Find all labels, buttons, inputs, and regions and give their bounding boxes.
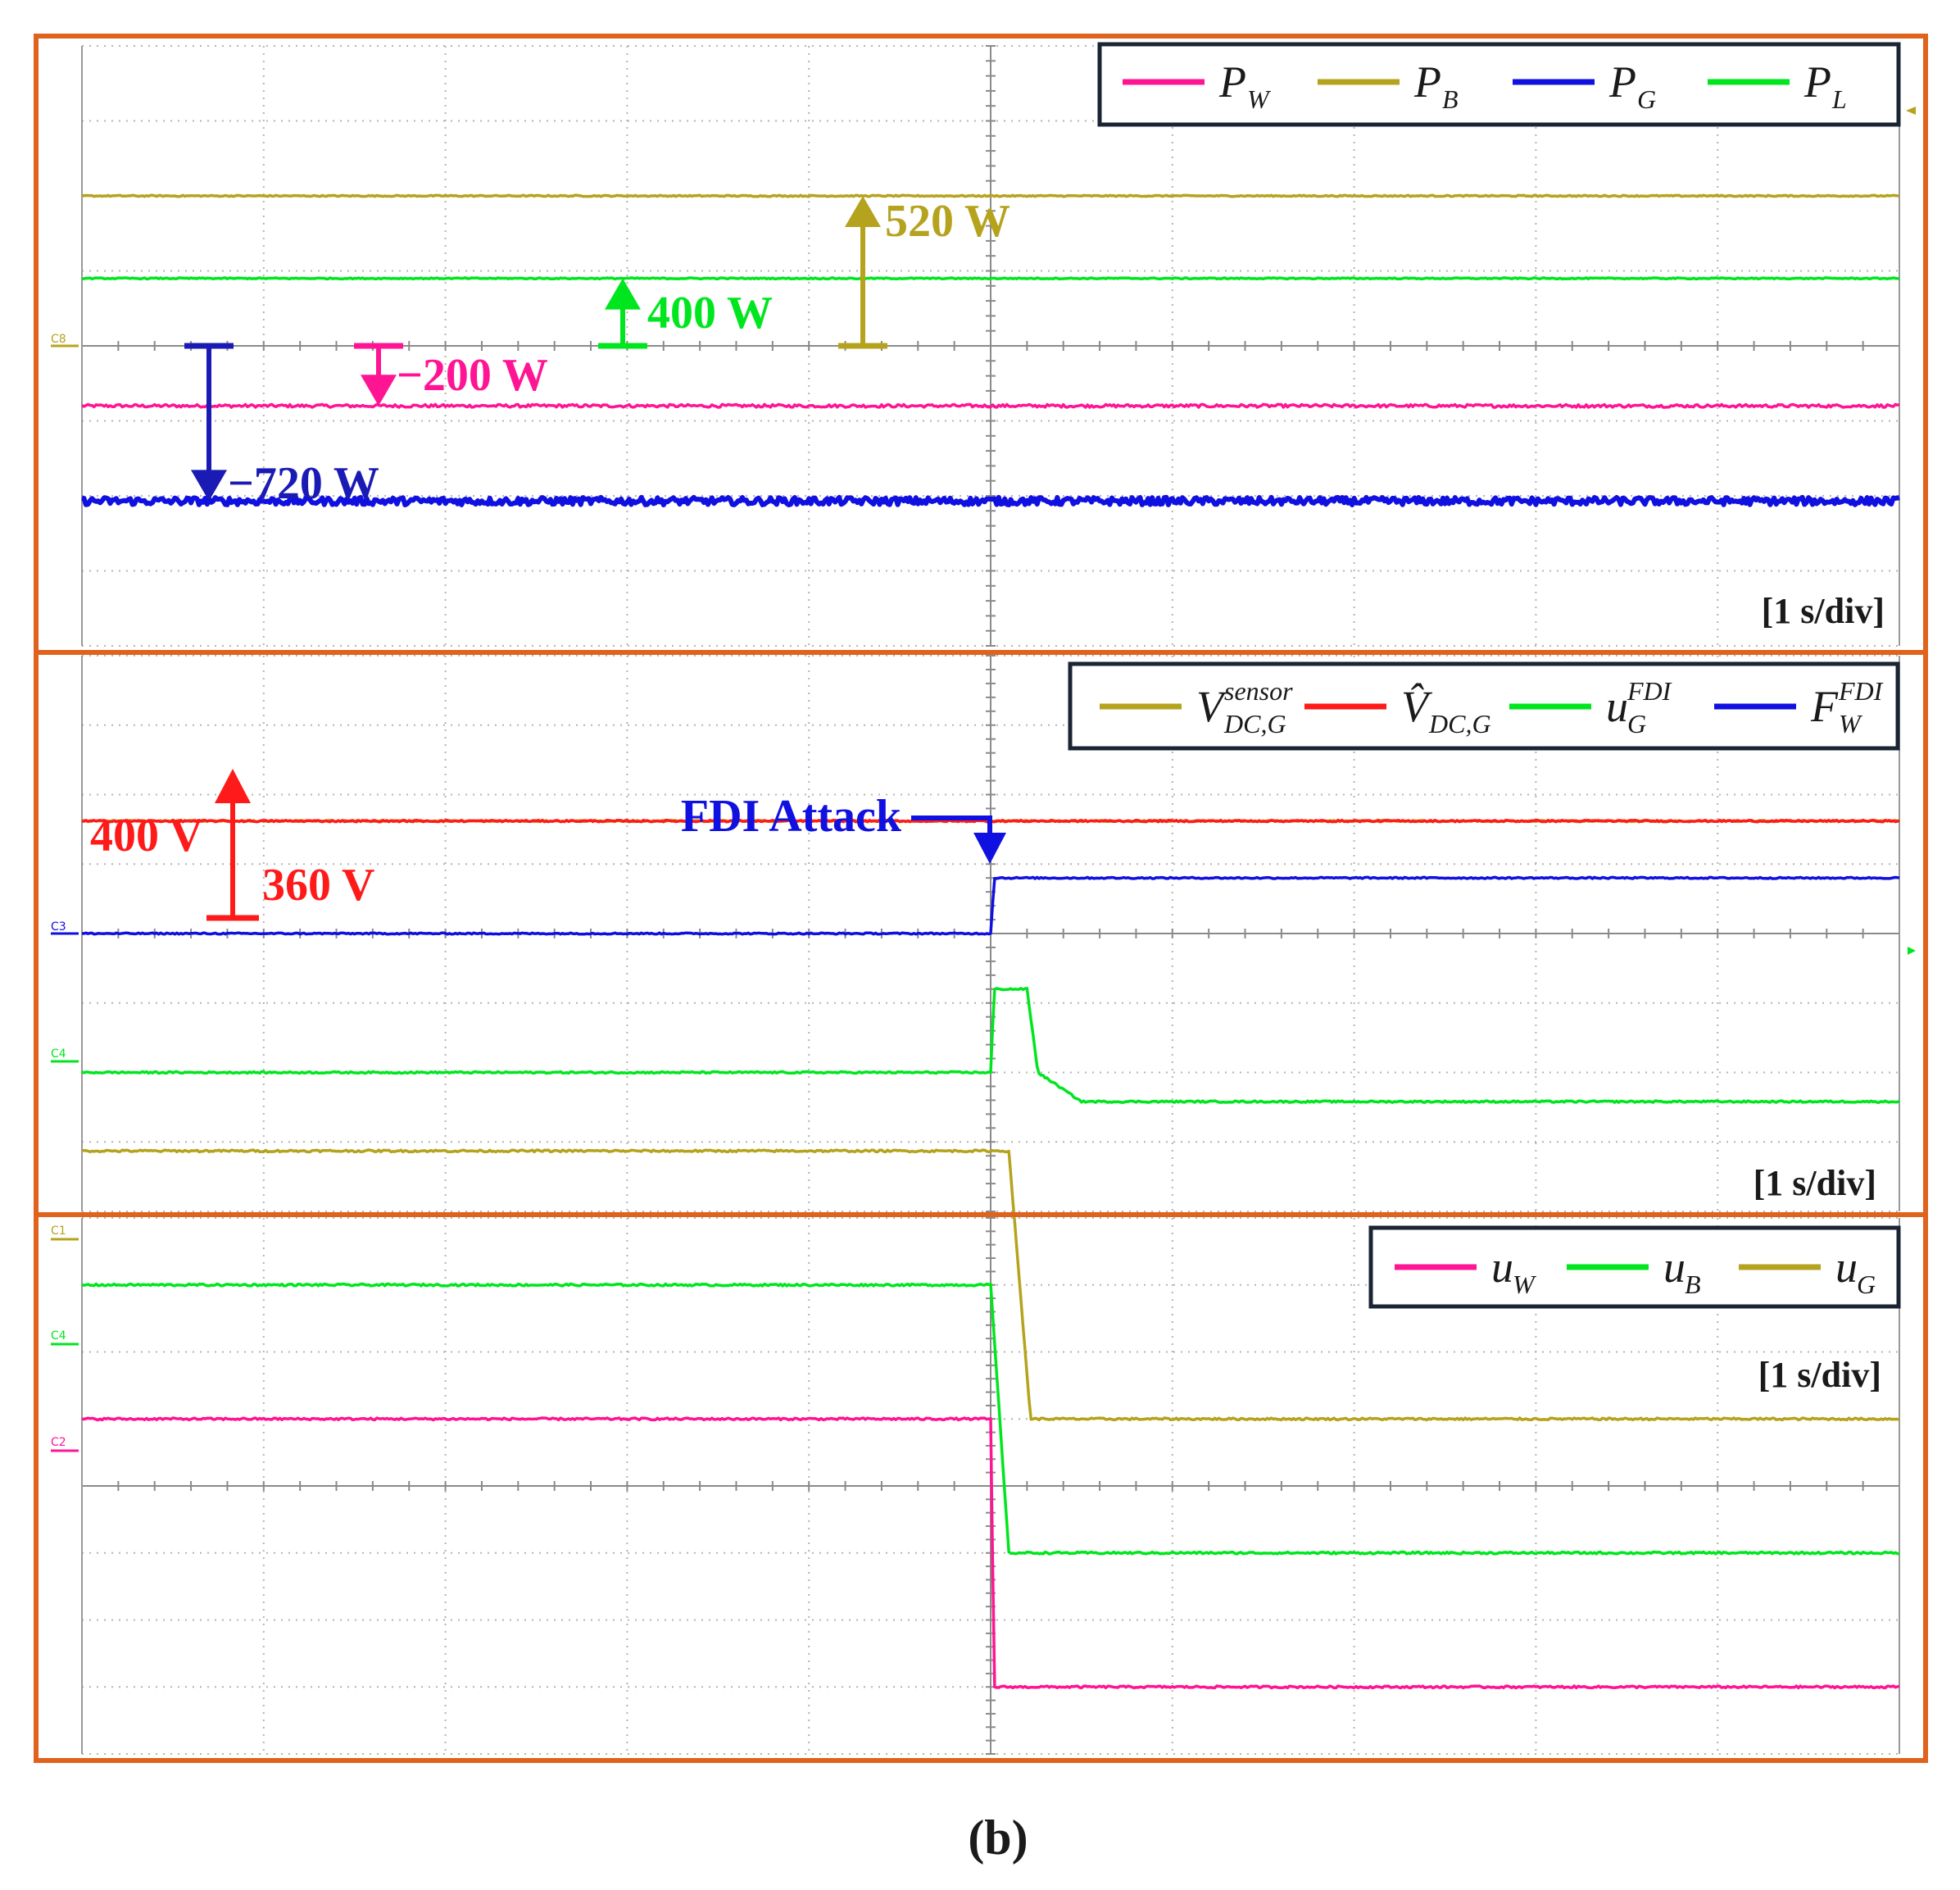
trace-u-b <box>81 1282 1900 1556</box>
annotation-arrowhead <box>191 470 227 502</box>
legend-label: P <box>1803 57 1831 107</box>
legend-superscript: FDI <box>1838 676 1884 706</box>
channel-marker: C4 <box>51 1047 66 1061</box>
trace-u-g <box>81 987 1900 1104</box>
time-scale-top: [1 s/div] <box>1762 591 1885 631</box>
annotation-label: 360 V <box>262 860 374 911</box>
trace-u-g <box>81 1148 1900 1422</box>
legend-label: u <box>1835 1243 1858 1292</box>
legend-label: u <box>1606 682 1628 731</box>
annotation-label: 520 W <box>885 196 1010 247</box>
legend-label: u <box>1491 1243 1513 1292</box>
trace-u-w <box>81 1416 1900 1690</box>
legend-subscript: G <box>1627 709 1646 738</box>
annotations-voltage: 400 V 360 V FDI Attack <box>90 769 1006 921</box>
legend-label: P <box>1608 57 1636 107</box>
annotation-arrowhead <box>605 278 641 310</box>
grid <box>81 45 1900 647</box>
annotations-power: 520 W 400 W −200 W −720 W <box>184 196 1010 509</box>
time-scale-middle: [1 s/div] <box>1754 1163 1876 1203</box>
legend-subscript: G <box>1857 1270 1876 1299</box>
trace-p-b <box>81 193 1900 198</box>
annotation-label: 400 V <box>90 811 202 861</box>
annotation-label: −720 W <box>228 458 379 509</box>
annotation-label: FDI Attack <box>681 791 902 842</box>
legend-label: u <box>1663 1243 1686 1292</box>
channel-marker: C2 <box>51 1436 66 1449</box>
annotation-arrowhead <box>973 833 1006 864</box>
legend-subscript: DC,G <box>1428 709 1491 738</box>
legend-label: P <box>1218 57 1246 107</box>
trace-p-w <box>81 402 1900 409</box>
time-scale-bottom: [1 s/div] <box>1758 1355 1881 1395</box>
trigger-marker <box>1906 107 1916 115</box>
annotation-callout <box>911 816 992 839</box>
annotation-arrowhead <box>845 196 881 227</box>
annotation-arrowhead <box>215 769 251 803</box>
legend-subscript: G <box>1637 84 1656 114</box>
panel-power: C8 <box>34 34 1928 655</box>
legend-subscript: W <box>1513 1270 1537 1299</box>
trace-p-g <box>81 494 1900 507</box>
trace-p-l <box>81 276 1900 281</box>
channel-marker: C4 <box>51 1329 66 1343</box>
legend-label: P <box>1413 57 1441 107</box>
legend-superscript: FDI <box>1627 676 1672 706</box>
trigger-marker <box>1908 947 1916 955</box>
panel-frame <box>34 34 1928 655</box>
legend-superscript: sensor <box>1224 676 1293 706</box>
channel-marker: C8 <box>51 333 66 346</box>
legend-label: V <box>1196 682 1228 731</box>
legend-subscript: W <box>1247 84 1272 114</box>
channel-marker: C1 <box>51 1224 66 1238</box>
annotation-label: −200 W <box>397 350 548 401</box>
legend-subscript: L <box>1831 84 1847 114</box>
legend-label: F <box>1810 682 1839 731</box>
annotation-arrowhead <box>361 375 397 407</box>
trace-f-w <box>81 875 1900 936</box>
figure-caption: (b) <box>968 1810 1028 1865</box>
panel-frame <box>34 1212 1928 1763</box>
legend-subscript: W <box>1839 709 1863 738</box>
legend-subscript: DC,G <box>1223 709 1286 738</box>
legend-label: V̂ <box>1401 682 1433 731</box>
legend-subscript: B <box>1685 1270 1701 1299</box>
channel-marker: C3 <box>51 920 66 934</box>
legend-subscript: B <box>1442 84 1459 114</box>
annotation-label: 400 W <box>647 288 773 338</box>
